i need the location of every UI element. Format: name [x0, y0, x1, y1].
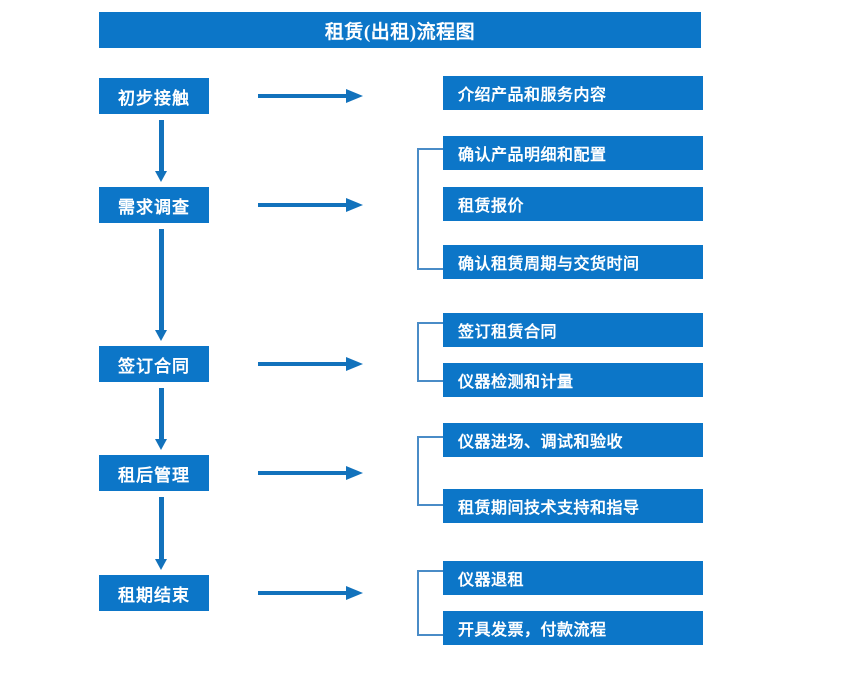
detail-box-2[interactable]: 确认产品明细和配置 [443, 136, 703, 170]
vertical-arrow-4 [155, 497, 167, 570]
detail-box-1[interactable]: 介绍产品和服务内容 [443, 76, 703, 110]
detail-box-3[interactable]: 租赁报价 [443, 187, 703, 221]
detail-box-6[interactable]: 仪器检测和计量 [443, 363, 703, 397]
diagram-title: 租赁(出租)流程图 [99, 12, 701, 48]
group-bracket-4 [417, 436, 443, 506]
vertical-arrow-3 [155, 388, 167, 450]
horizontal-arrow-2 [258, 198, 364, 212]
horizontal-arrow-1 [258, 89, 364, 103]
detail-box-7[interactable]: 仪器进场、调试和验收 [443, 423, 703, 457]
detail-box-9[interactable]: 仪器退租 [443, 561, 703, 595]
stage-box-4[interactable]: 租后管理 [99, 455, 209, 491]
group-bracket-3 [417, 322, 443, 382]
group-bracket-2 [417, 148, 443, 270]
detail-box-10[interactable]: 开具发票，付款流程 [443, 611, 703, 645]
horizontal-arrow-3 [258, 357, 364, 371]
detail-box-8[interactable]: 租赁期间技术支持和指导 [443, 489, 703, 523]
stage-box-3[interactable]: 签订合同 [99, 346, 209, 382]
stage-box-5[interactable]: 租期结束 [99, 575, 209, 611]
vertical-arrow-1 [155, 120, 167, 182]
stage-box-1[interactable]: 初步接触 [99, 78, 209, 114]
detail-box-5[interactable]: 签订租赁合同 [443, 313, 703, 347]
horizontal-arrow-4 [258, 466, 364, 480]
stage-box-2[interactable]: 需求调查 [99, 187, 209, 223]
vertical-arrow-2 [155, 229, 167, 341]
group-bracket-5 [417, 570, 443, 636]
detail-box-4[interactable]: 确认租赁周期与交货时间 [443, 245, 703, 279]
horizontal-arrow-5 [258, 586, 364, 600]
